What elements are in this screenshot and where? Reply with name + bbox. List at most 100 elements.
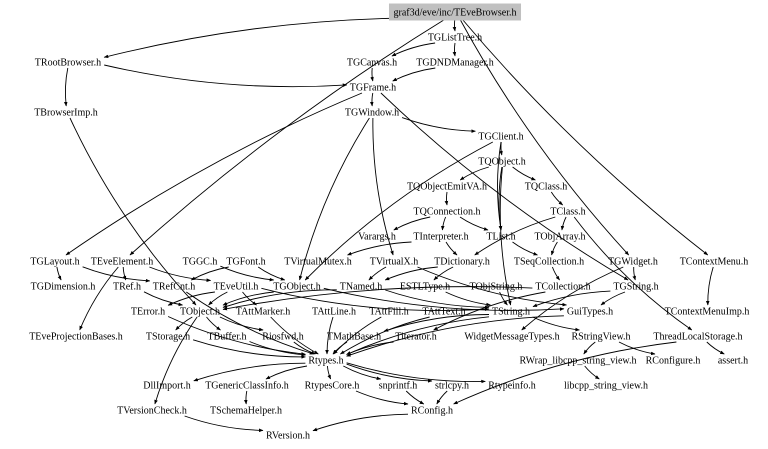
node-tqobjectemitva[interactable]: TQObjectEmitVA.h [407, 182, 487, 193]
node-tobjstring[interactable]: TObjString.h [470, 282, 523, 293]
node-tcollection[interactable]: TCollection.h [535, 282, 590, 293]
node-tobject[interactable]: TObject.h [180, 307, 220, 318]
edge-teveelement-to-teveutil [149, 266, 212, 282]
edge-teveelement-to-tref [122, 266, 127, 281]
node-riosfwd[interactable]: Riosfwd.h [262, 332, 303, 343]
node-threadlocalstorage[interactable]: ThreadLocalStorage.h [653, 332, 742, 343]
node-tlist[interactable]: TList.h [486, 232, 515, 243]
edge-rtypes-to-strlcpy [346, 363, 433, 383]
node-tstorage[interactable]: TStorage.h [146, 332, 190, 343]
node-rconfig[interactable]: RConfig.h [411, 406, 453, 417]
node-label: TVirtualMutex.h [284, 257, 351, 268]
node-tdictionary[interactable]: TDictionary.h [434, 257, 490, 268]
node-tmathbase[interactable]: TMathBase.h [327, 332, 381, 343]
node-tschemahelper[interactable]: TSchemaHelper.h [210, 406, 282, 417]
node-teveprojectionbases[interactable]: TEveProjectionBases.h [29, 332, 123, 343]
node-label: TString.h [492, 307, 530, 318]
node-rtypescore[interactable]: RtypesCore.h [305, 381, 360, 392]
node-tattmarker[interactable]: TAttMarker.h [236, 307, 290, 318]
node-tseqcollection[interactable]: TSeqCollection.h [514, 257, 584, 268]
node-rversion[interactable]: RVersion.h [266, 431, 310, 442]
node-tvirtualmutex[interactable]: TVirtualMutex.h [284, 257, 351, 268]
node-tinterpreter[interactable]: TInterpreter.h [413, 232, 468, 243]
node-tgframe[interactable]: TGFrame.h [350, 83, 396, 94]
node-dllimport[interactable]: DllImport.h [143, 381, 191, 392]
node-tqconnection[interactable]: TQConnection.h [414, 207, 481, 218]
edge-tgclient-to-tgobject [304, 141, 494, 281]
edge-threadlocalstorage-to-assert [706, 341, 725, 355]
node-tgdimension[interactable]: TGDimension.h [31, 282, 96, 293]
node-rwrap[interactable]: RWrap_libcpp_string_view.h [520, 356, 637, 367]
node-tattfill[interactable]: TAttFill.h [369, 307, 408, 318]
node-label: TNamed.h [340, 282, 383, 293]
node-tatttext[interactable]: TAttText.h [422, 307, 465, 318]
edge-root-to-tcontextmenu [460, 17, 709, 256]
edge-tgobject-to-guitypes [323, 287, 565, 311]
node-tqclass[interactable]: TQClass.h [525, 182, 568, 193]
node-varargs[interactable]: Varargs.h [358, 232, 396, 243]
node-libcpp_string_view[interactable]: libcpp_string_view.h [564, 381, 648, 392]
node-tattline[interactable]: TAttLine.h [312, 307, 356, 318]
node-tvirtualx[interactable]: TVirtualX.h [370, 257, 419, 268]
edge-tcontextmenu-to-tcontextmenuimp [705, 266, 714, 306]
node-widgetmessagetypes[interactable]: WidgetMessageTypes.h [464, 332, 559, 343]
edge-tclass-to-tobjarray [560, 216, 567, 231]
node-assert[interactable]: assert.h [718, 356, 748, 367]
edge-tqconnection-to-varargs [393, 216, 431, 231]
node-tgdndmanager[interactable]: TGDNDManager.h [416, 58, 493, 69]
node-tgwindow[interactable]: TGWindow.h [345, 108, 399, 119]
node-teveutil[interactable]: TEveUtil.h [214, 282, 259, 293]
edge-tobject-to-riosfwd [219, 316, 264, 332]
node-label: TGCanvas.h [347, 58, 397, 69]
node-root[interactable]: graf3d/eve/inc/TEveBrowser.h [388, 3, 522, 21]
node-label: TVirtualX.h [370, 257, 419, 268]
node-tcontextmenuimp[interactable]: TContextMenuImp.h [665, 307, 750, 318]
node-teveelement[interactable]: TEveElement.h [91, 257, 153, 268]
edge-trootbrowser-to-tbrowserimp [63, 67, 69, 107]
node-rconfigure[interactable]: RConfigure.h [646, 356, 701, 367]
node-tglayout[interactable]: TGLayout.h [30, 257, 79, 268]
node-titerator[interactable]: Titerator.h [395, 332, 437, 343]
node-label: RStringView.h [571, 332, 630, 343]
edge-tgstring-to-tstring [532, 290, 611, 308]
node-tref[interactable]: TRef.h [113, 282, 141, 293]
node-label: TContextMenuImp.h [665, 307, 750, 318]
node-tgclient[interactable]: TGClient.h [478, 132, 523, 143]
node-tobjarray[interactable]: TObjArray.h [534, 232, 585, 243]
node-tstring[interactable]: TString.h [492, 307, 530, 318]
node-tnamed[interactable]: TNamed.h [340, 282, 383, 293]
node-tcontextmenu[interactable]: TContextMenu.h [680, 257, 749, 268]
node-tgcanvas[interactable]: TGCanvas.h [347, 58, 397, 69]
edge-tnamed-to-tobject [222, 289, 337, 308]
node-rstringview[interactable]: RStringView.h [571, 332, 630, 343]
node-tclass[interactable]: TClass.h [550, 207, 585, 218]
node-tversioncheck[interactable]: TVersionCheck.h [117, 406, 187, 417]
edge-tglisttree-to-tgdndmanager [452, 42, 457, 57]
edge-rtypes-to-dllimport [193, 362, 306, 382]
node-tqobject[interactable]: TQObject.h [478, 157, 526, 168]
node-snprintf[interactable]: snprintf.h [379, 381, 418, 392]
node-tbuffer[interactable]: TBuffer.h [208, 332, 247, 343]
node-rtypeinfo[interactable]: Rtypeinfo.h [488, 381, 536, 392]
node-tgfont[interactable]: TGFont.h [226, 257, 265, 268]
node-terror[interactable]: TError.h [131, 307, 165, 318]
node-label: TSeqCollection.h [514, 257, 584, 268]
node-label: TGListTree.h [428, 33, 482, 44]
node-trefcnt[interactable]: TRefCnt.h [153, 282, 196, 293]
edge-tdictionary-to-tnamed [384, 266, 438, 281]
node-tbrowserimp[interactable]: TBrowserImp.h [34, 108, 98, 119]
node-strlcpy[interactable]: strlcpy.h [435, 381, 469, 392]
node-tggc[interactable]: TGGC.h [183, 257, 218, 268]
node-tgobject[interactable]: TGObject.h [273, 282, 321, 293]
node-trootbrowser[interactable]: TRootBrowser.h [35, 58, 101, 69]
node-label: TGFrame.h [350, 83, 396, 94]
node-tgstring[interactable]: TGString.h [613, 282, 658, 293]
node-tgwidget[interactable]: TGWidget.h [608, 257, 658, 268]
edge-teveutil-to-tstring [261, 287, 490, 312]
node-estltype[interactable]: ESTLType.h [400, 282, 450, 293]
node-tgenericclassinfo[interactable]: TGenericClassInfo.h [205, 381, 289, 392]
node-tglisttree[interactable]: TGListTree.h [428, 33, 482, 44]
node-label: TGClient.h [478, 132, 523, 143]
node-rtypes[interactable]: Rtypes.h [308, 356, 343, 367]
node-guitypes[interactable]: GuiTypes.h [567, 307, 613, 318]
